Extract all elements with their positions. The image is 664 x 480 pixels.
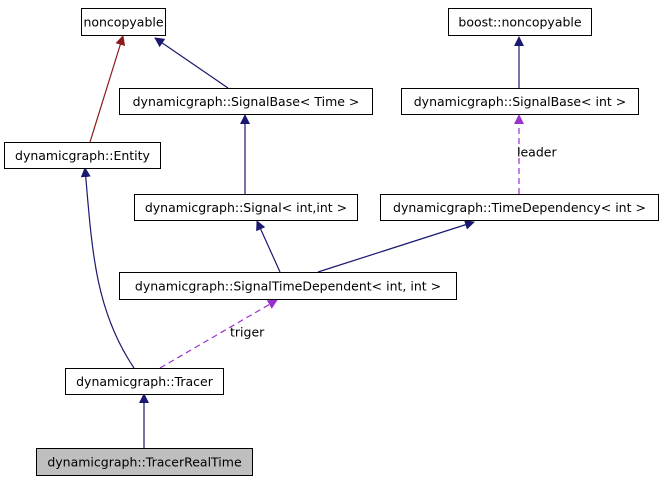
edge-tracer-to-entity [80,167,135,369]
node-boost-noncopyable-label: boost::noncopyable [458,15,581,30]
node-signalbase-time-label: dynamicgraph::SignalBase< Time > [133,94,360,109]
node-tracer[interactable]: dynamicgraph::Tracer [65,368,224,395]
node-timedependency-int-label: dynamicgraph::TimeDependency< int > [393,200,646,215]
edge-label-leader: leader [517,145,557,160]
edge-signaltimedependent-to-signal [256,220,281,273]
node-signal-int-int-label: dynamicgraph::Signal< int,int > [145,200,347,215]
node-timedependency-int[interactable]: dynamicgraph::TimeDependency< int > [380,194,659,221]
node-noncopyable-label: noncopyable [83,15,163,30]
node-signaltimedependent[interactable]: dynamicgraph::SignalTimeDependent< int, … [119,272,457,300]
edge-tracer-to-signaltimedependent [159,299,278,369]
node-signalbase-time[interactable]: dynamicgraph::SignalBase< Time > [119,88,373,115]
edge-signalbase-time-to-noncopyable [154,37,229,89]
node-boost-noncopyable[interactable]: boost::noncopyable [448,8,592,36]
node-signalbase-int[interactable]: dynamicgraph::SignalBase< int > [401,88,639,115]
node-signal-int-int[interactable]: dynamicgraph::Signal< int,int > [134,194,358,221]
node-entity[interactable]: dynamicgraph::Entity [4,142,161,169]
node-tracerrealtime-label: dynamicgraph::TracerRealTime [47,455,242,470]
node-tracerrealtime[interactable]: dynamicgraph::TracerRealTime [36,448,253,476]
edge-entity-to-noncopyable [89,35,126,143]
edge-label-triger: triger [230,325,265,340]
edge-signaltimedependent-to-timedependency [317,219,475,273]
node-tracer-label: dynamicgraph::Tracer [76,374,214,389]
node-signaltimedependent-label: dynamicgraph::SignalTimeDependent< int, … [135,279,441,294]
node-signalbase-int-label: dynamicgraph::SignalBase< int > [414,94,626,109]
node-entity-label: dynamicgraph::Entity [15,148,151,163]
node-noncopyable[interactable]: noncopyable [81,8,166,36]
